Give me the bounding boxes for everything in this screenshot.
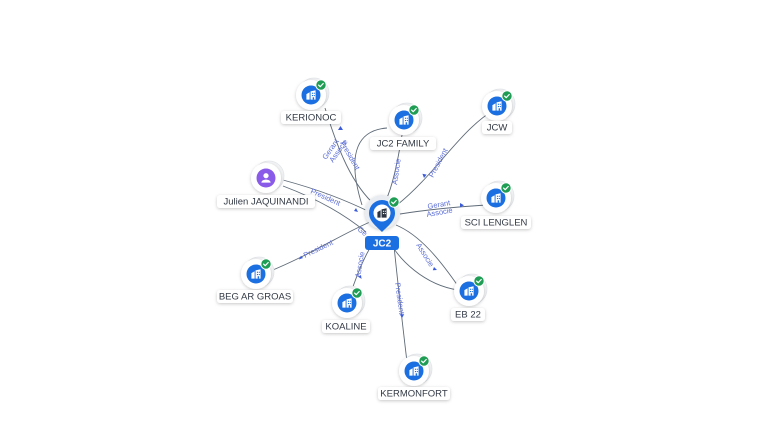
node-label-pill: [281, 111, 341, 124]
check-icon: [473, 275, 485, 287]
edge-label-sci-associe: Associe: [426, 206, 453, 219]
node-eb22[interactable]: EB 22: [451, 273, 488, 321]
node-julien[interactable]: Julien JAQUINANDI: [217, 160, 315, 208]
node-label: Julien JAQUINANDI: [224, 197, 309, 208]
edge-label-beg-president: President: [302, 237, 335, 259]
edge-jcw: [396, 109, 495, 206]
node-label-pill: [482, 121, 512, 134]
node-label-pill: [217, 195, 315, 208]
node-kerionoc[interactable]: KERIONOC: [281, 77, 341, 124]
edge-label-kermonfort-president: President: [393, 282, 406, 316]
edge-label-jcw-president: President: [427, 146, 450, 179]
check-icon: [315, 79, 327, 91]
node-scilenglen[interactable]: SCI LENGLEN: [461, 180, 531, 229]
node-label-pill: [461, 216, 531, 229]
check-icon: [260, 258, 272, 270]
nodes: KERIONOC JC2 FAMILY JCW Julien JAQUINANDI SC…: [217, 77, 531, 400]
edge-sci: [399, 204, 487, 215]
node-jc2family[interactable]: JC2 FAMILY: [370, 102, 436, 150]
check-icon: [501, 90, 513, 102]
node-label: KOALINE: [325, 322, 366, 333]
node-label: SCI LENGLEN: [465, 218, 528, 229]
center-label: JC2: [373, 239, 392, 250]
edge-label-koaline-associe: Associe: [353, 251, 366, 278]
node-label-pill: [322, 320, 370, 333]
node-label-pill: [217, 290, 293, 303]
edge-julien: [282, 179, 371, 213]
node-label: KERIONOC: [286, 113, 337, 124]
edge-arrows: [298, 126, 464, 318]
check-icon: [388, 196, 400, 208]
edge-label-eb22-associe: Associe: [414, 241, 436, 268]
center-label-badge: [365, 236, 399, 250]
person-icon-body: [261, 179, 271, 183]
node-label: JCW: [487, 123, 508, 134]
node-label: BEG AR GROAS: [219, 292, 291, 303]
edge-label-sci-gerant: Gerant: [427, 198, 452, 211]
edge-label-jc2family-associe: Associe: [390, 158, 403, 185]
node-jcw[interactable]: JCW: [482, 88, 516, 134]
node-label-pill: [451, 308, 485, 321]
edge-eb22-2: [395, 224, 459, 287]
edge-jc2family: [354, 127, 388, 206]
node-label: JC2 FAMILY: [377, 139, 430, 150]
check-icon: [418, 355, 430, 367]
edge-beg: [267, 221, 371, 273]
person-icon: [263, 173, 269, 179]
edge-kermonfort: [393, 245, 408, 363]
node-label: EB 22: [455, 310, 481, 321]
edge-label-julien-ge: Ge: [356, 225, 369, 238]
node-label-pill: [378, 387, 450, 400]
node-koaline[interactable]: KOALINE: [322, 285, 370, 333]
node-label-pill: [370, 137, 436, 150]
node-label: KERMONFORT: [380, 389, 448, 400]
center-node-jc2[interactable]: JC2: [365, 195, 400, 250]
node-kermonfort[interactable]: KERMONFORT: [378, 353, 450, 400]
node-begargroas[interactable]: BEG AR GROAS: [217, 256, 293, 303]
check-icon: [351, 287, 363, 299]
check-icon: [408, 104, 420, 116]
check-icon: [500, 182, 512, 194]
